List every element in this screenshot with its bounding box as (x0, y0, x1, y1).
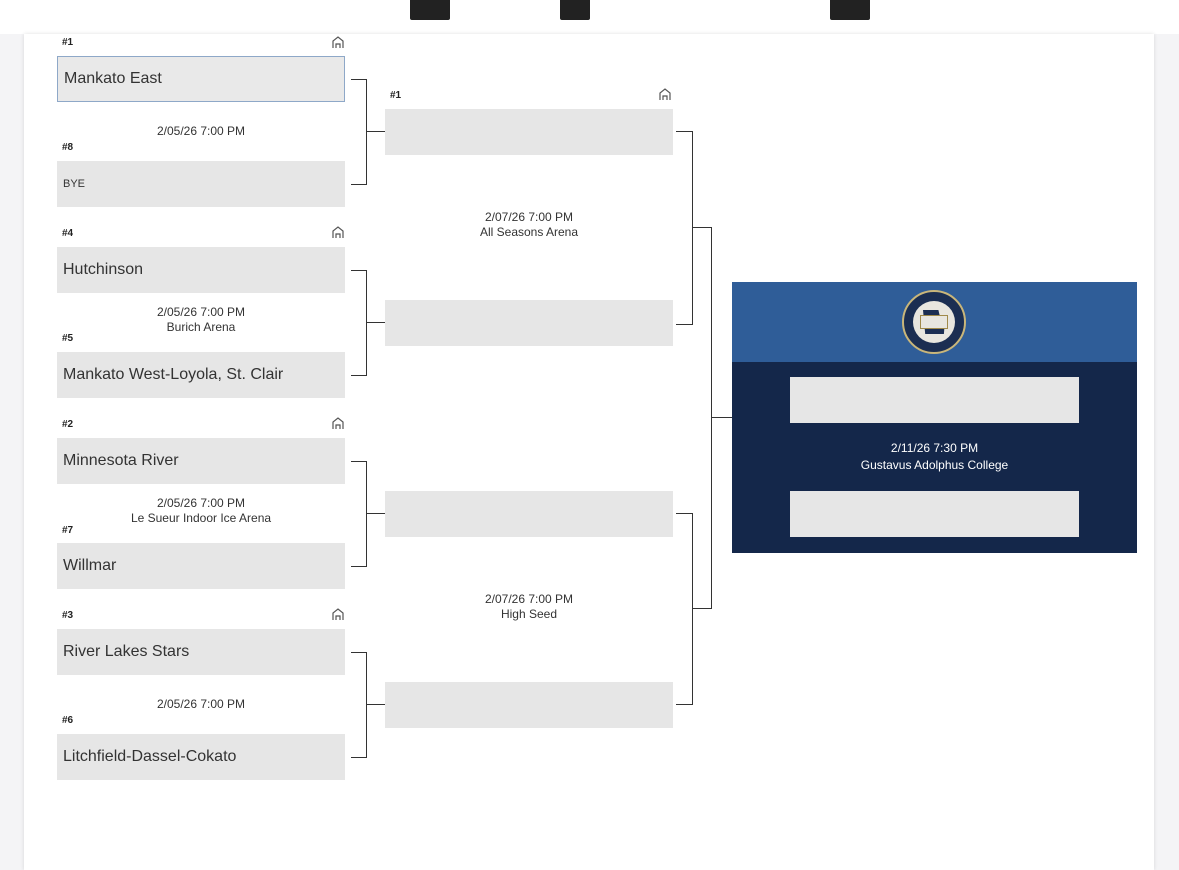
team-name: BYE (63, 178, 86, 190)
bracket-line (676, 513, 693, 514)
team-name: Mankato West-Loyola, St. Clair (63, 366, 284, 383)
game-info: 2/05/26 7:00 PM Le Sueur Indoor Ice Aren… (57, 496, 345, 526)
home-icon (332, 608, 344, 620)
team-name: Willmar (63, 557, 117, 574)
team-name: Minnesota River (63, 452, 179, 469)
seed-label: #5 (62, 333, 74, 344)
home-icon (332, 226, 344, 238)
game-venue: Burich Arena (166, 320, 236, 334)
bracket-line (366, 79, 367, 185)
team-slot-bye[interactable]: BYE (57, 161, 345, 207)
game-info: 2/05/26 7:00 PM (57, 124, 345, 139)
team-slot-minnesota-river[interactable]: Minnesota River (57, 438, 345, 484)
game-info: 2/05/26 7:00 PM Burich Arena (57, 305, 345, 335)
seed-label: #3 (62, 610, 74, 621)
bracket-line (676, 704, 693, 705)
team-slot-hutchinson[interactable]: Hutchinson (57, 247, 345, 293)
championship-slot[interactable] (790, 377, 1079, 423)
mshsl-logo (902, 290, 966, 354)
team-slot-mankato-west[interactable]: Mankato West-Loyola, St. Clair (57, 352, 345, 398)
bracket-line (692, 608, 712, 609)
semifinal-slot[interactable] (385, 491, 673, 537)
championship-header (732, 282, 1137, 362)
bracket-line (366, 322, 385, 323)
home-icon (332, 417, 344, 429)
game-venue: Le Sueur Indoor Ice Arena (130, 511, 272, 525)
bracket-line (366, 652, 367, 758)
seed-label: #1 (62, 37, 74, 48)
seed-label: #7 (62, 525, 74, 536)
team-name: Litchfield-Dassel-Cokato (63, 748, 237, 765)
semifinal-slot[interactable] (385, 300, 673, 346)
bracket-line (366, 461, 367, 567)
final-date: 2/11/26 7:30 PM (890, 441, 979, 455)
seed-label: #8 (62, 142, 74, 153)
game-venue: High Seed (500, 607, 558, 621)
championship-info: 2/11/26 7:30 PM Gustavus Adolphus Colleg… (732, 440, 1137, 474)
championship-panel: 2/11/26 7:30 PM Gustavus Adolphus Colleg… (732, 282, 1137, 553)
semifinal-slot[interactable] (385, 682, 673, 728)
team-name: Mankato East (64, 70, 162, 87)
seed-label: #2 (62, 419, 74, 430)
bracket-line (351, 270, 367, 271)
bracket-line (366, 270, 367, 376)
game-date: 2/05/26 7:00 PM (156, 305, 246, 319)
team-slot-litchfield-dassel-cokato[interactable]: Litchfield-Dassel-Cokato (57, 734, 345, 780)
bracket-line (351, 79, 367, 80)
seed-label: #6 (62, 715, 74, 726)
bracket-line (366, 131, 385, 132)
bracket-line (366, 513, 385, 514)
game-info: 2/07/26 7:00 PM High Seed (385, 592, 673, 622)
seed-label: #1 (390, 90, 402, 101)
game-date: 2/07/26 7:00 PM (484, 592, 574, 606)
game-date: 2/05/26 7:00 PM (156, 697, 246, 711)
bracket-line (711, 417, 732, 418)
bracket-line (692, 131, 693, 325)
bracket-line (676, 131, 693, 132)
home-icon (332, 36, 344, 48)
home-icon (659, 88, 671, 100)
bracket-line (351, 757, 367, 758)
championship-slot[interactable] (790, 491, 1079, 537)
team-slot-willmar[interactable]: Willmar (57, 543, 345, 589)
bracket-line (676, 324, 693, 325)
team-slot-river-lakes-stars[interactable]: River Lakes Stars (57, 629, 345, 675)
heading-glyph (410, 0, 450, 20)
bracket-line (351, 461, 367, 462)
team-name: River Lakes Stars (63, 643, 190, 660)
bracket-line (692, 227, 712, 228)
bracket-line (692, 513, 693, 705)
team-name: Hutchinson (63, 261, 144, 278)
game-info: 2/05/26 7:00 PM (57, 697, 345, 712)
game-venue: All Seasons Arena (479, 225, 579, 239)
game-date: 2/07/26 7:00 PM (484, 210, 574, 224)
heading-glyph (560, 0, 590, 20)
game-date: 2/05/26 7:00 PM (156, 496, 246, 510)
bracket-line (351, 184, 367, 185)
final-venue: Gustavus Adolphus College (860, 458, 1009, 472)
bracket-line (711, 227, 712, 609)
cropped-page-heading (0, 0, 1179, 34)
game-info: 2/07/26 7:00 PM All Seasons Arena (385, 210, 673, 240)
bracket-line (366, 704, 385, 705)
seed-label: #4 (62, 228, 74, 239)
game-date: 2/05/26 7:00 PM (156, 124, 246, 138)
bracket-line (351, 652, 367, 653)
bracket-line (351, 375, 367, 376)
bracket-line (351, 566, 367, 567)
semifinal-slot[interactable] (385, 109, 673, 155)
heading-glyph (830, 0, 870, 20)
team-slot-mankato-east[interactable]: Mankato East (57, 56, 345, 102)
